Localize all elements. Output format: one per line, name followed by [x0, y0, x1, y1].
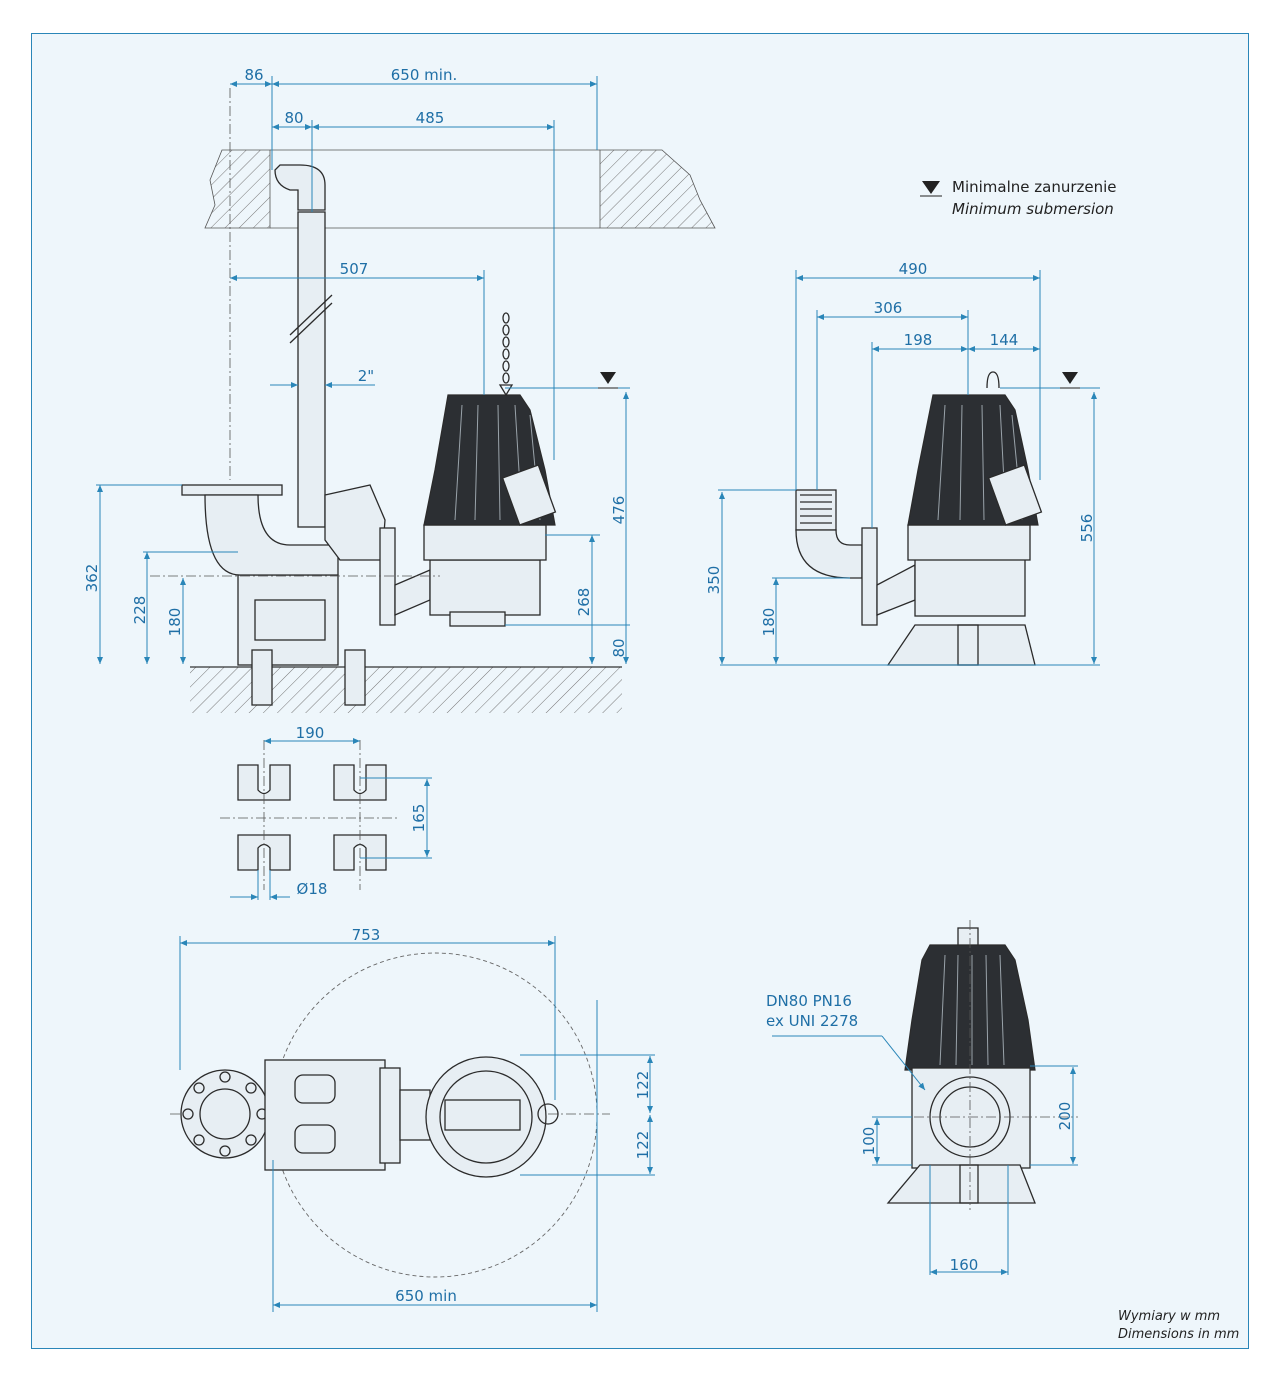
dim-2-inch: 2" — [358, 367, 374, 385]
anchor-bolt-1 — [251, 649, 273, 706]
guide-pipe — [297, 211, 326, 528]
anchor-plan: 190 165 Ø18 — [220, 724, 432, 900]
motor-top — [425, 1056, 547, 1178]
dim-144: 144 — [990, 331, 1019, 349]
flange-label-line1: DN80 PN16 — [766, 992, 852, 1010]
dim-165: 165 — [410, 804, 428, 833]
dim-350: 350 — [705, 566, 723, 595]
hose-elbow — [795, 529, 863, 579]
dim-122-upper: 122 — [634, 1071, 652, 1100]
cable-gland — [501, 464, 557, 526]
lifting-eye — [986, 371, 1000, 389]
dim-650-min-bottom: 650 min — [395, 1287, 457, 1305]
dim-485: 485 — [416, 109, 445, 127]
dim-490: 490 — [899, 260, 928, 278]
freestanding-dimensions — [718, 270, 1100, 666]
base-elbow — [204, 494, 339, 576]
ceiling-slab-left — [204, 149, 271, 229]
anchor-bolt-2 — [344, 649, 366, 706]
freestanding-view: 490 306 198 144 556 350 180 — [705, 260, 1100, 666]
pump-flange — [379, 527, 396, 626]
duckfoot-top — [264, 1059, 386, 1171]
dim-180-side: 180 — [166, 608, 184, 637]
dim-306: 306 — [874, 299, 903, 317]
ceiling-slab-right — [599, 149, 716, 229]
stand-front — [886, 1164, 1036, 1204]
dim-650-min: 650 min. — [391, 66, 457, 84]
dim-556: 556 — [1078, 514, 1096, 543]
legend-submersion-icon — [922, 181, 940, 194]
stand — [886, 624, 1036, 666]
dim-362: 362 — [83, 564, 101, 593]
lifting-lug — [957, 927, 979, 946]
motor-front — [904, 944, 1036, 1071]
dim-160: 160 — [950, 1256, 979, 1274]
dim-507: 507 — [340, 260, 369, 278]
dim-80-top: 80 — [284, 109, 303, 127]
dim-753: 753 — [352, 926, 381, 944]
dim-476: 476 — [610, 496, 628, 525]
units-note-line2: Dimensions in mm — [1118, 1327, 1239, 1342]
dim-180-right: 180 — [760, 608, 778, 637]
volute — [914, 557, 1026, 617]
dim-122-lower: 122 — [634, 1131, 652, 1160]
hose-coupling — [795, 489, 837, 531]
anchor-pad-4 — [333, 834, 387, 871]
top-view: 753 122 122 650 min — [170, 926, 655, 1312]
base-flange-top — [180, 1069, 270, 1159]
dim-198: 198 — [904, 331, 933, 349]
dim-80-bottom: 80 — [610, 638, 628, 657]
anchor-pad-1 — [237, 764, 291, 801]
dim-200: 200 — [1056, 1102, 1074, 1131]
pipe-elbow — [274, 164, 326, 211]
dim-190: 190 — [296, 724, 325, 742]
units-note-line1: Wymiary w mm — [1118, 1309, 1220, 1324]
coupling-claw — [324, 484, 386, 561]
dim-268: 268 — [575, 588, 593, 617]
motor-housing-lower — [423, 524, 547, 561]
dim-228: 228 — [131, 596, 149, 625]
pump-volute — [429, 559, 541, 616]
legend-line1: Minimalne zanurzenie — [952, 178, 1117, 196]
dim-d18: Ø18 — [297, 880, 328, 898]
anchor-pad-2 — [237, 834, 291, 871]
front-view: DN80 PN16 ex UNI 2278 200 100 160 — [766, 920, 1078, 1275]
dim-86: 86 — [244, 66, 263, 84]
dim-100: 100 — [860, 1127, 878, 1156]
lifting-chain — [498, 312, 514, 397]
side-view: 86 650 min. 80 485 507 2" 476 362 228 18… — [83, 66, 716, 713]
submersion-symbol — [600, 372, 616, 384]
anchor-pad-3 — [333, 764, 387, 801]
submersion-symbol-right — [1062, 372, 1078, 384]
base-flange — [181, 484, 283, 496]
side-dimensions — [96, 76, 630, 664]
legend-line2: Minimum submersion — [952, 200, 1114, 218]
legend: Minimalne zanurzenie Minimum submersion — [920, 178, 1117, 218]
flange-label-line2: ex UNI 2278 — [766, 1012, 858, 1030]
flange — [861, 527, 878, 626]
